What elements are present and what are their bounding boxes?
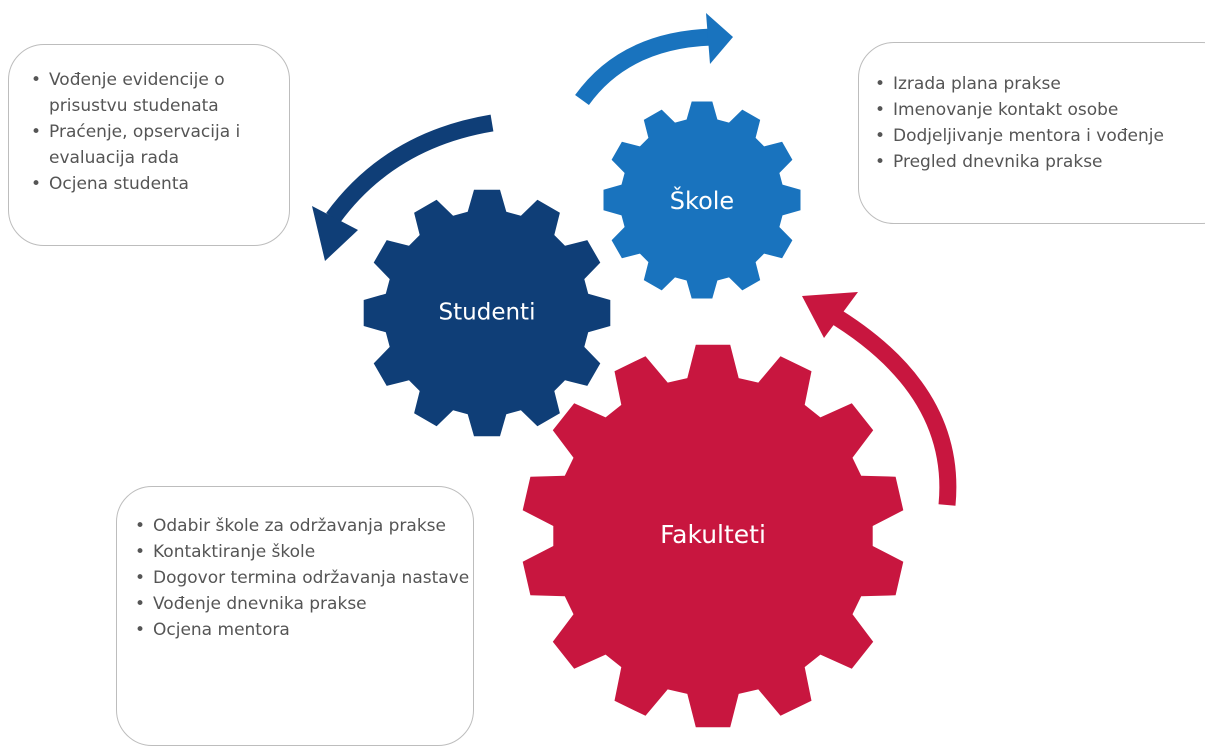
- gear-skole: [603, 101, 801, 299]
- arrow-skole-path: [575, 28, 713, 106]
- list-item: Ocjena mentora: [133, 617, 473, 643]
- callout-fakulteti-list: Odabir škole za održavanja prakse Kontak…: [133, 513, 473, 643]
- list-item: Odabir škole za održavanja prakse: [133, 513, 473, 539]
- list-item: Pregled dnevnika prakse: [873, 149, 1205, 175]
- arrow-fakulteti-head: [802, 292, 858, 338]
- list-item: Ocjena studenta: [29, 171, 279, 197]
- arrow-skole-head: [706, 13, 733, 64]
- list-item: Praćenje, opservacija i evaluacija rada: [29, 119, 279, 171]
- list-item: Dodjeljivanje mentora i vođenje: [873, 123, 1205, 149]
- list-item: Vođenje dnevnika prakse: [133, 591, 473, 617]
- list-item: Dogovor termina održavanja nastave: [133, 565, 473, 591]
- list-item: Vođenje evidencije o prisustvu studenata: [29, 67, 279, 119]
- gear-fakulteti-label: Fakulteti: [660, 520, 766, 549]
- gear-fakulteti: [522, 344, 904, 728]
- gear-studenti: [363, 189, 611, 437]
- arrow-studenti-path: [326, 114, 494, 224]
- list-item: Imenovanje kontakt osobe: [873, 97, 1205, 123]
- arrow-fakulteti-path: [825, 305, 957, 506]
- callout-fakulteti: Odabir škole za održavanja prakse Kontak…: [116, 486, 474, 746]
- list-item: Kontaktiranje škole: [133, 539, 473, 565]
- arrow-studenti-head: [312, 206, 358, 261]
- list-item: Izrada plana prakse: [873, 71, 1205, 97]
- gear-studenti-label: Studenti: [439, 300, 536, 326]
- callout-skole: Izrada plana prakse Imenovanje kontakt o…: [858, 42, 1205, 224]
- callout-studenti: Vođenje evidencije o prisustvu studenata…: [8, 44, 290, 246]
- callout-studenti-list: Vođenje evidencije o prisustvu studenata…: [29, 67, 279, 197]
- gear-skole-label: Škole: [670, 185, 734, 215]
- callout-skole-list: Izrada plana prakse Imenovanje kontakt o…: [873, 71, 1205, 175]
